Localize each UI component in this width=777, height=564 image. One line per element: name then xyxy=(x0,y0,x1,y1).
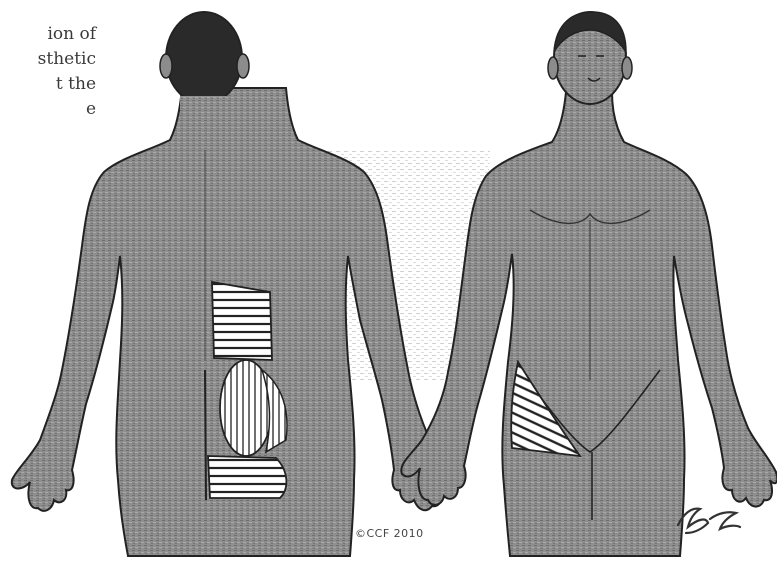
posterior-ear-right xyxy=(237,54,249,78)
posterior-thigh-hatch xyxy=(208,456,286,498)
artist-signature xyxy=(670,495,750,549)
posterior-figure xyxy=(12,12,456,556)
posterior-lower-back-hatch xyxy=(212,282,272,360)
posterior-ear-left xyxy=(160,54,172,78)
posterior-head xyxy=(166,12,242,104)
copyright-label: ©CCF 2010 xyxy=(355,527,424,540)
posterior-neck xyxy=(180,96,228,140)
